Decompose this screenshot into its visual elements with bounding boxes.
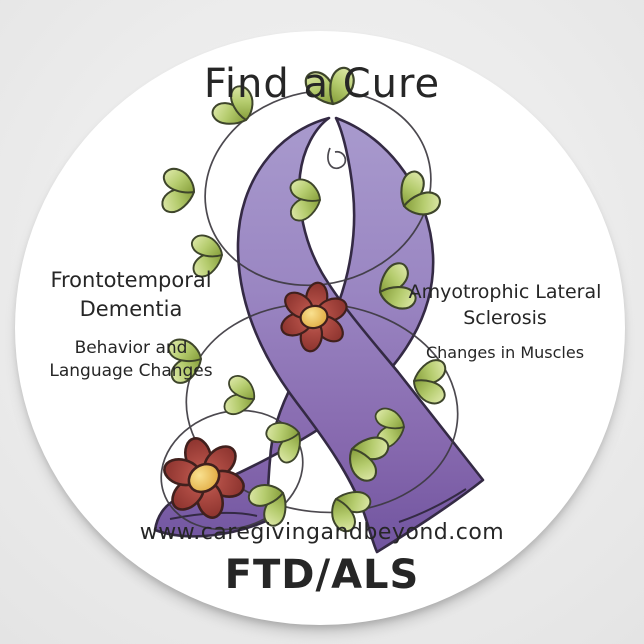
ribbon-fold-line-right [398, 488, 467, 523]
ribbon-icon [153, 116, 485, 554]
website-url-text: www.caregivingandbeyond.com [139, 520, 505, 545]
left-condition-block: Frontotemporal Dementia Behavior and Lan… [14, 266, 248, 383]
right-condition-symptom-line1: Changes in Muscles [425, 343, 585, 362]
left-condition-name-line1: Frontotemporal [50, 268, 212, 292]
right-condition-name-line1: Amyotrophic Lateral [408, 281, 602, 303]
left-condition-name-line2: Dementia [79, 297, 183, 321]
abbreviation-text: FTD/ALS [224, 552, 420, 598]
right-condition-block: Amyotrophic Lateral Sclerosis Changes in… [389, 279, 621, 364]
title-text: Find a Cure [203, 61, 441, 107]
left-condition-symptom-line2: Language Changes [49, 361, 213, 381]
left-condition-symptom-line1: Behavior and [74, 338, 188, 358]
leaf-sprig-icon [153, 161, 205, 221]
right-condition-name-line2: Sclerosis [463, 307, 547, 329]
ribbon-band-front [236, 116, 485, 554]
ribbon-band-back [153, 116, 435, 538]
vine-icon [160, 89, 459, 531]
